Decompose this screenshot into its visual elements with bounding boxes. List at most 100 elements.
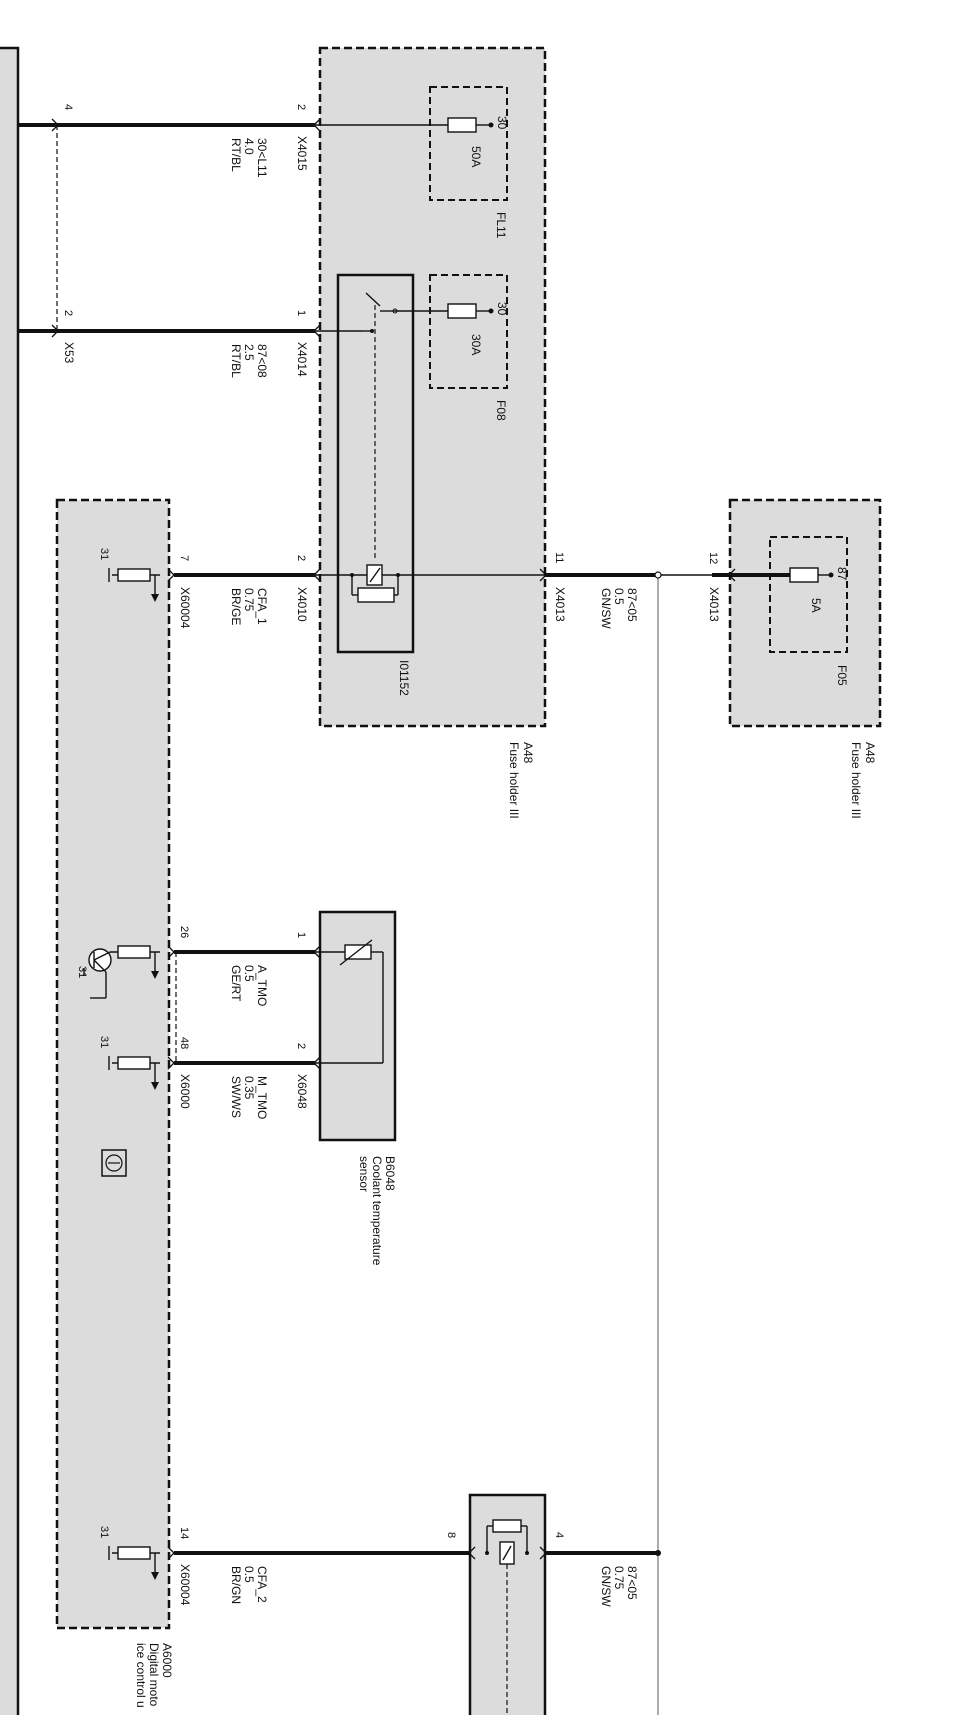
- connector-label: X60004: [178, 1564, 192, 1606]
- svg-text:87<05: 87<05: [625, 1566, 639, 1600]
- svg-text:A48: A48: [521, 742, 535, 764]
- fuse-rating-label: 30A: [469, 334, 483, 355]
- wire-label-w6: M_TMO 0.35 SW/WS: [229, 1076, 269, 1119]
- svg-text:4.0: 4.0: [242, 138, 256, 155]
- svg-text:2.5: 2.5: [242, 344, 256, 361]
- fuse-terminal-label: 30: [495, 116, 509, 130]
- svg-text:GE/RT: GE/RT: [229, 965, 243, 1002]
- fuse-fl11-icon: [447, 117, 494, 133]
- pin-label: 12: [707, 552, 719, 564]
- wire-label-w4: 87<05 0.5 GN/SW: [599, 588, 639, 629]
- svg-text:SW/WS: SW/WS: [229, 1076, 243, 1118]
- fuse-holder-a48-secondary: [728, 498, 882, 728]
- pin-label: 7: [178, 555, 190, 561]
- svg-text:BR/GE: BR/GE: [229, 588, 243, 625]
- svg-text:GN/SW: GN/SW: [599, 588, 613, 629]
- fuse-f08-frame: [429, 274, 508, 389]
- pin-label: 4: [62, 104, 74, 110]
- fuse-terminal-label: 87: [835, 567, 849, 581]
- wire-label-w3: CFA_1 0.75 BR/GE: [229, 588, 269, 625]
- component-label-a48-2: A48 Fuse holder III: [849, 742, 877, 819]
- connector-label: X4014: [295, 342, 309, 377]
- wire-label-w2: 87<08 2.5 RT/BL: [229, 344, 269, 378]
- ground-label: 31: [98, 1036, 110, 1048]
- wire-label-w8: 87<05 0.75 GN/SW: [599, 1566, 639, 1607]
- svg-text:ice control u: ice control u: [134, 1643, 148, 1708]
- pin-label: 48: [178, 1037, 190, 1049]
- fuse-rating-label: 50A: [469, 146, 483, 167]
- svg-text:GN/SW: GN/SW: [599, 1566, 613, 1607]
- pin-label: 2: [295, 555, 307, 561]
- pin-label: 2: [62, 310, 74, 316]
- svg-text:Fuse holder III: Fuse holder III: [507, 742, 521, 819]
- fuse-name-label: F08: [494, 400, 508, 421]
- ground-label: 31: [76, 966, 88, 978]
- ground-label: 31: [98, 548, 110, 560]
- svg-text:Digital moto: Digital moto: [147, 1643, 161, 1707]
- fuse-f08-icon: [447, 303, 494, 319]
- connector-label: X6048: [295, 1074, 309, 1109]
- fuse-name-label: FL11: [494, 212, 508, 239]
- connector-label: X60004: [178, 587, 192, 629]
- dme-module-a6000: [55, 498, 171, 1630]
- svg-text:Coolant temperature: Coolant temperature: [370, 1156, 384, 1266]
- connector-label: X4013: [707, 587, 721, 622]
- connector-label: X53: [62, 342, 76, 364]
- connector-markers: [51, 118, 736, 1560]
- pin-label: 8: [445, 1532, 457, 1538]
- ntc-thermistor-icon: [315, 939, 384, 1064]
- svg-text:RT/BL: RT/BL: [229, 138, 243, 172]
- svg-text:M_TMO: M_TMO: [255, 1076, 269, 1119]
- svg-text:87<05: 87<05: [625, 588, 639, 622]
- left-module-edge: [0, 46, 20, 1715]
- pin-label: 1: [295, 932, 307, 938]
- svg-text:0.5: 0.5: [612, 588, 626, 605]
- svg-text:0.75: 0.75: [612, 1566, 626, 1590]
- ground-stubs: [83, 568, 160, 1580]
- ecu-symbol-icon: [101, 1149, 127, 1177]
- svg-text:sensor: sensor: [357, 1156, 371, 1192]
- fuse-f05-icon: [789, 567, 834, 583]
- svg-text:0.5: 0.5: [242, 1566, 256, 1583]
- svg-text:CFA_2: CFA_2: [255, 1566, 269, 1603]
- wire-label-w1: 30<L11 4.0 RT/BL: [229, 138, 269, 178]
- fuse-name-label: F05: [835, 665, 849, 686]
- relay-i01152-internals: [350, 292, 400, 603]
- svg-text:A_TMO: A_TMO: [255, 965, 269, 1006]
- pin-label: 4: [553, 1532, 565, 1538]
- component-label-a6000: A6000 Digital moto ice control u: [134, 1643, 174, 1708]
- svg-text:0.35: 0.35: [242, 1076, 256, 1100]
- svg-text:87<08: 87<08: [255, 344, 269, 378]
- component-label-a48-1: A48 Fuse holder III: [507, 742, 535, 819]
- wire-label-w7: CFA_2 0.5 BR/GN: [229, 1566, 269, 1604]
- ground-label: 31: [98, 1526, 110, 1538]
- component-label-b6048: B6048 Coolant temperature sensor: [357, 1156, 397, 1266]
- svg-text:0.5: 0.5: [242, 965, 256, 982]
- connector-label: X4013: [553, 587, 567, 622]
- fuse-rating-label: 5A: [809, 598, 823, 613]
- pin-label: 11: [553, 552, 565, 563]
- fuse-fl11-frame: [429, 86, 508, 201]
- svg-text:30<L11: 30<L11: [255, 138, 269, 178]
- svg-text:0.75: 0.75: [242, 588, 256, 612]
- connector-label: X4010: [295, 587, 309, 622]
- connector-label: X4015: [295, 136, 309, 171]
- svg-text:CFA_1: CFA_1: [255, 588, 269, 625]
- svg-text:A6000: A6000: [160, 1643, 174, 1678]
- pin-label: 2: [295, 1043, 307, 1049]
- svg-text:Fuse holder III: Fuse holder III: [849, 742, 863, 819]
- svg-text:A48: A48: [863, 742, 877, 764]
- pin-label: 26: [178, 926, 190, 938]
- svg-text:BR/GN: BR/GN: [229, 1566, 243, 1604]
- fuse-f05-frame: [769, 536, 848, 653]
- pin-label: 1: [295, 310, 307, 316]
- fuse-terminal-label: 30: [495, 302, 509, 316]
- relay-bottom-internals: [485, 1519, 529, 1715]
- relay-name-label: I01152: [397, 660, 411, 696]
- svg-text:RT/BL: RT/BL: [229, 344, 243, 378]
- wire-label-w5: A_TMO 0.5 GE/RT: [229, 965, 269, 1006]
- pin-label: 2: [295, 104, 307, 110]
- pin-label: 14: [178, 1527, 190, 1539]
- svg-text:B6048: B6048: [383, 1156, 397, 1191]
